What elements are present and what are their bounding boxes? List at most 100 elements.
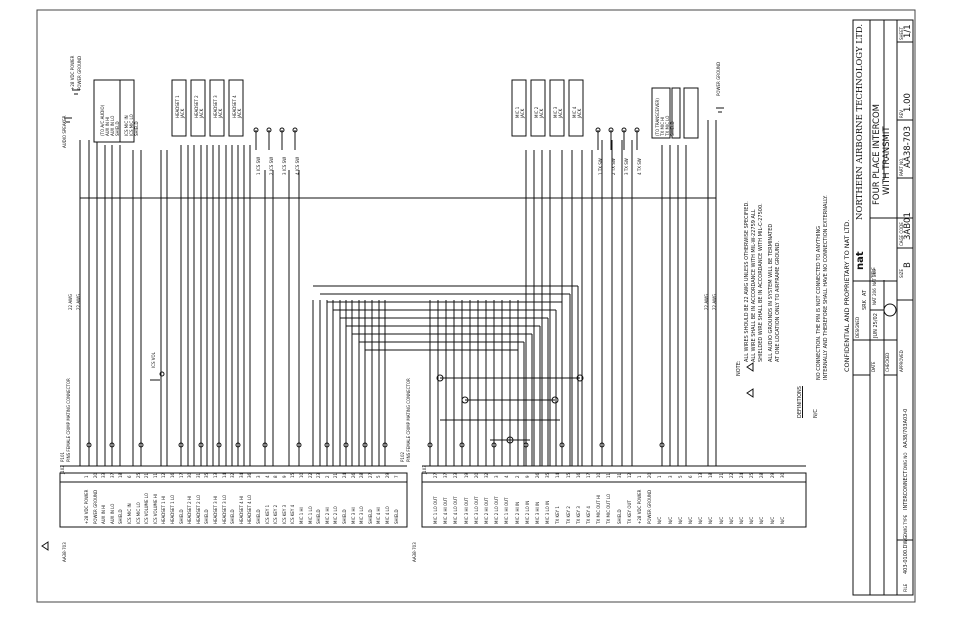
right-pin-label: N/C [769,516,775,524]
ics-switch-label: 4 ICS SW [295,156,300,175]
headset-jack-box [190,79,206,137]
tb-sheet-value: 1/1 [903,24,913,38]
tx-switch-label: 4 TX SW [637,158,642,175]
left-pin-number: 29 [385,472,390,478]
right-pin-number: 23 [453,472,459,478]
switch-contact [292,127,298,133]
left-pin-label: SHIELD [230,509,236,524]
right-pin-label: N/C [779,516,785,524]
headset-jack-box [209,79,225,137]
right-pin-label: N/C [667,516,673,524]
tb-designed-label: DESIGNED [855,316,860,338]
left-pin-label: SHIELD [118,509,124,524]
left-pin-label: HEADSET 2 LO [195,494,201,524]
right-pin-number: 2 [514,475,520,478]
left-pin-label: AUX IN HI [101,504,107,524]
warning-triangle-3 [746,362,754,372]
jumper-node [436,374,444,382]
left-pin-number: 11 [152,472,158,478]
right-pin-label: TX MIC OUT LO [606,493,612,524]
tb-stamp-2: NAT 286 [872,269,877,286]
right-pin-label: N/C [718,516,724,524]
left-pin-number: 33 [101,472,107,478]
left-pin-label: HEADSET 3 LO [221,494,227,524]
tx-box-2 [671,87,681,139]
left-pin-number: 20 [92,472,98,478]
note-item-4: ALL AUDIO GROUNDS IN SYSTEM WILL BE TERM… [768,223,774,362]
aux2-label: SHIELD [134,121,139,136]
mic-jack-sub: JACK [558,108,563,118]
left-connector-desc: PINS FEMALE CRIMP MATING CONNECTOR [66,378,71,462]
definitions-item: N/C [813,409,819,418]
right-pin-label: TX KEY 1 [555,506,561,524]
left-pin-number: 31 [195,472,201,478]
right-pin-number: 13 [698,472,704,478]
shield-terminal [109,442,115,448]
left-pin-label: MIC 2 LO [333,506,339,524]
switch-contact [595,127,601,133]
right-pin-number: 21 [718,472,724,478]
left-pin-number: 9 [281,475,287,478]
tb-title-line1: FOUR PLACE INTERCOM [872,103,882,205]
top-right-ground: POWER GROUND [716,61,721,96]
aux-box-2 [119,79,135,143]
left-pin-label: SHIELD [204,509,210,524]
shield-terminal [599,442,605,448]
wire-label-b: 22 AWG [76,294,81,310]
left-pin-label: +28 VDC POWER [84,489,89,524]
right-pin-number: 32 [484,472,489,478]
left-pin-number: 24 [342,472,347,478]
definitions-title: DEFINITIONS [797,386,803,418]
switch-contact [634,127,640,133]
left-pin-number: 6 [127,475,132,478]
right-pin-number: 1 [637,475,642,478]
right-pin-number: 18 [708,472,714,478]
left-pin-label: MIC 1 LO [307,506,313,524]
left-pin-label: ICS KEY 4 [290,504,296,524]
warning-triangle-2 [746,388,754,398]
note-item-5: AT ONE LOCATION ONLY TO AIRFRAME GROUND. [775,240,781,362]
left-pin-number: 28 [359,472,365,478]
note-item-3: SHIELDED WIRE SHALL BE IN ACCORDANCE WIT… [758,203,764,362]
nc-notice-line2: INTERNALLY AND THEREFORE SHALL HAVE NO C… [823,195,829,380]
right-pin-label: MIC 3 LO IN [545,500,551,524]
left-pin-number: 15 [290,472,296,478]
headset-jack-sub: JACK [218,108,223,118]
shield-terminal [235,442,241,448]
left-pin-number: 37 [109,472,115,478]
mic-jack-sub: JACK [520,108,525,118]
right-pin-label: N/C [688,516,693,524]
mic-jack-box [568,79,584,137]
right-pin-label: TX KEY 4 [586,506,591,524]
right-connector-desc: PINS FEMALE CRIMP MATING CONNECTOR [406,378,411,462]
right-pin-label: TX KEY 3 [575,506,581,524]
jumper-node [551,396,559,404]
tb-approved-label: APPROVED [899,350,904,372]
shield-terminal [659,442,665,448]
tb-dwg-type-label: DWG TYPE [903,514,908,536]
right-pin-label: MIC 2 HI IN [514,501,520,524]
shield-terminal [198,442,204,448]
wire-label-a: 22 AWG [68,294,73,310]
top-left-ground: POWER GROUND [77,55,82,90]
shield-terminal [427,442,433,448]
left-pin-label: ICS MIC IN [127,503,132,524]
right-pin-number: 27 [433,472,438,478]
left-pin-number: 26 [350,472,356,478]
shield-terminal [382,442,388,448]
right-pin-label: MIC 4 LO OUT [453,496,459,524]
left-pin-number: 35 [204,472,210,478]
switch-contact [253,127,259,133]
switch-contact [608,127,614,133]
switch-contact [621,127,627,133]
tb-date-label: DATE [871,361,876,372]
right-pin-number: 17 [586,472,591,478]
left-pin-label: SHIELD [367,509,373,524]
headset-jack-sub: JACK [237,108,242,118]
ics-vol-label: ICS VOL [151,352,156,368]
left-pin-label: HEADSET 1 HI [161,495,167,524]
sheet-border [36,9,916,603]
headset-jack-box [171,79,187,137]
shield-terminal [216,442,222,448]
